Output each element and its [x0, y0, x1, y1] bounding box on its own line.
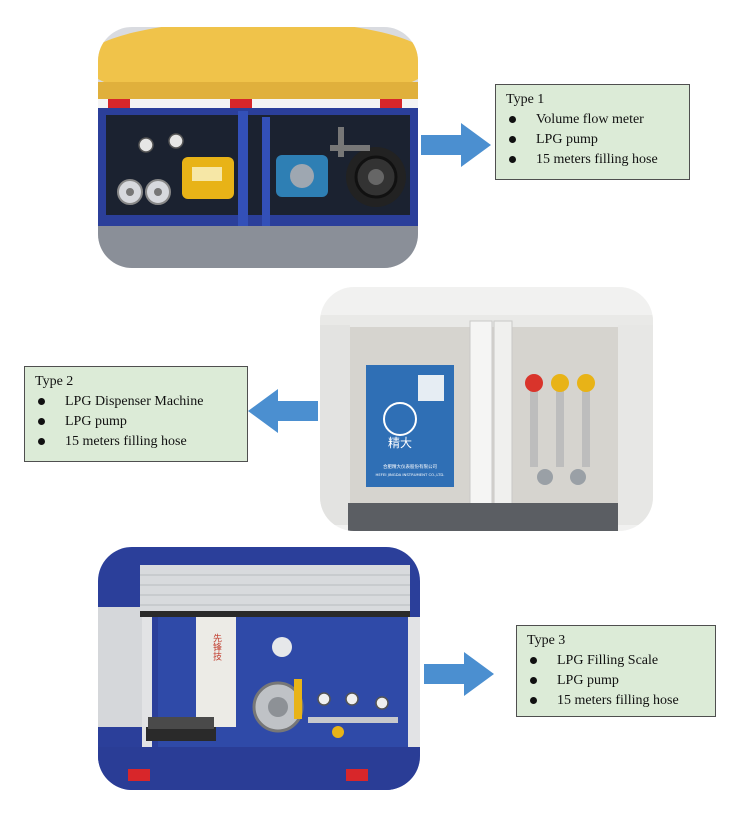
- dispenser-logo: 精大: [388, 436, 412, 450]
- type2-photo: 精大 合肥精大仪表股份有限公司 HEFEI JINGDA INSTRUMENT …: [320, 287, 653, 531]
- type3-list: LPG Filling Scale LPG pump 15 meters fil…: [527, 651, 707, 711]
- list-item: LPG Filling Scale: [527, 651, 707, 671]
- arrow-right-icon: [424, 652, 494, 696]
- list-item: 15 meters filling hose: [506, 150, 681, 170]
- list-item: 15 meters filling hose: [527, 691, 707, 711]
- arrow-left-icon: [248, 389, 318, 433]
- list-item: LPG pump: [506, 130, 681, 150]
- type1-photo: [98, 27, 418, 268]
- list-item: LPG Dispenser Machine: [35, 392, 239, 412]
- list-item: LPG pump: [35, 412, 239, 432]
- type3-photo: 先锋技: [98, 547, 420, 790]
- list-item: LPG pump: [527, 671, 707, 691]
- dispenser-company-cn: 合肥精大仪表股份有限公司: [383, 463, 437, 470]
- type3-info-box: Type 3 LPG Filling Scale LPG pump 15 met…: [516, 625, 716, 717]
- type1-list: Volume flow meter LPG pump 15 meters fil…: [506, 110, 681, 170]
- type2-title: Type 2: [35, 374, 74, 389]
- type1-title: Type 1: [506, 92, 545, 107]
- type3-title: Type 3: [527, 633, 566, 648]
- type2-list: LPG Dispenser Machine LPG pump 15 meters…: [35, 392, 239, 452]
- type2-info-box: Type 2 LPG Dispenser Machine LPG pump 15…: [24, 366, 248, 462]
- list-item: Volume flow meter: [506, 110, 681, 130]
- list-item: 15 meters filling hose: [35, 432, 239, 452]
- cabinet-sign: 先锋技: [211, 632, 222, 661]
- type1-info-box: Type 1 Volume flow meter LPG pump 15 met…: [495, 84, 690, 180]
- dispenser-company-en: HEFEI JINGDA INSTRUMENT CO.,LTD.: [376, 472, 445, 477]
- arrow-right-icon: [421, 123, 491, 167]
